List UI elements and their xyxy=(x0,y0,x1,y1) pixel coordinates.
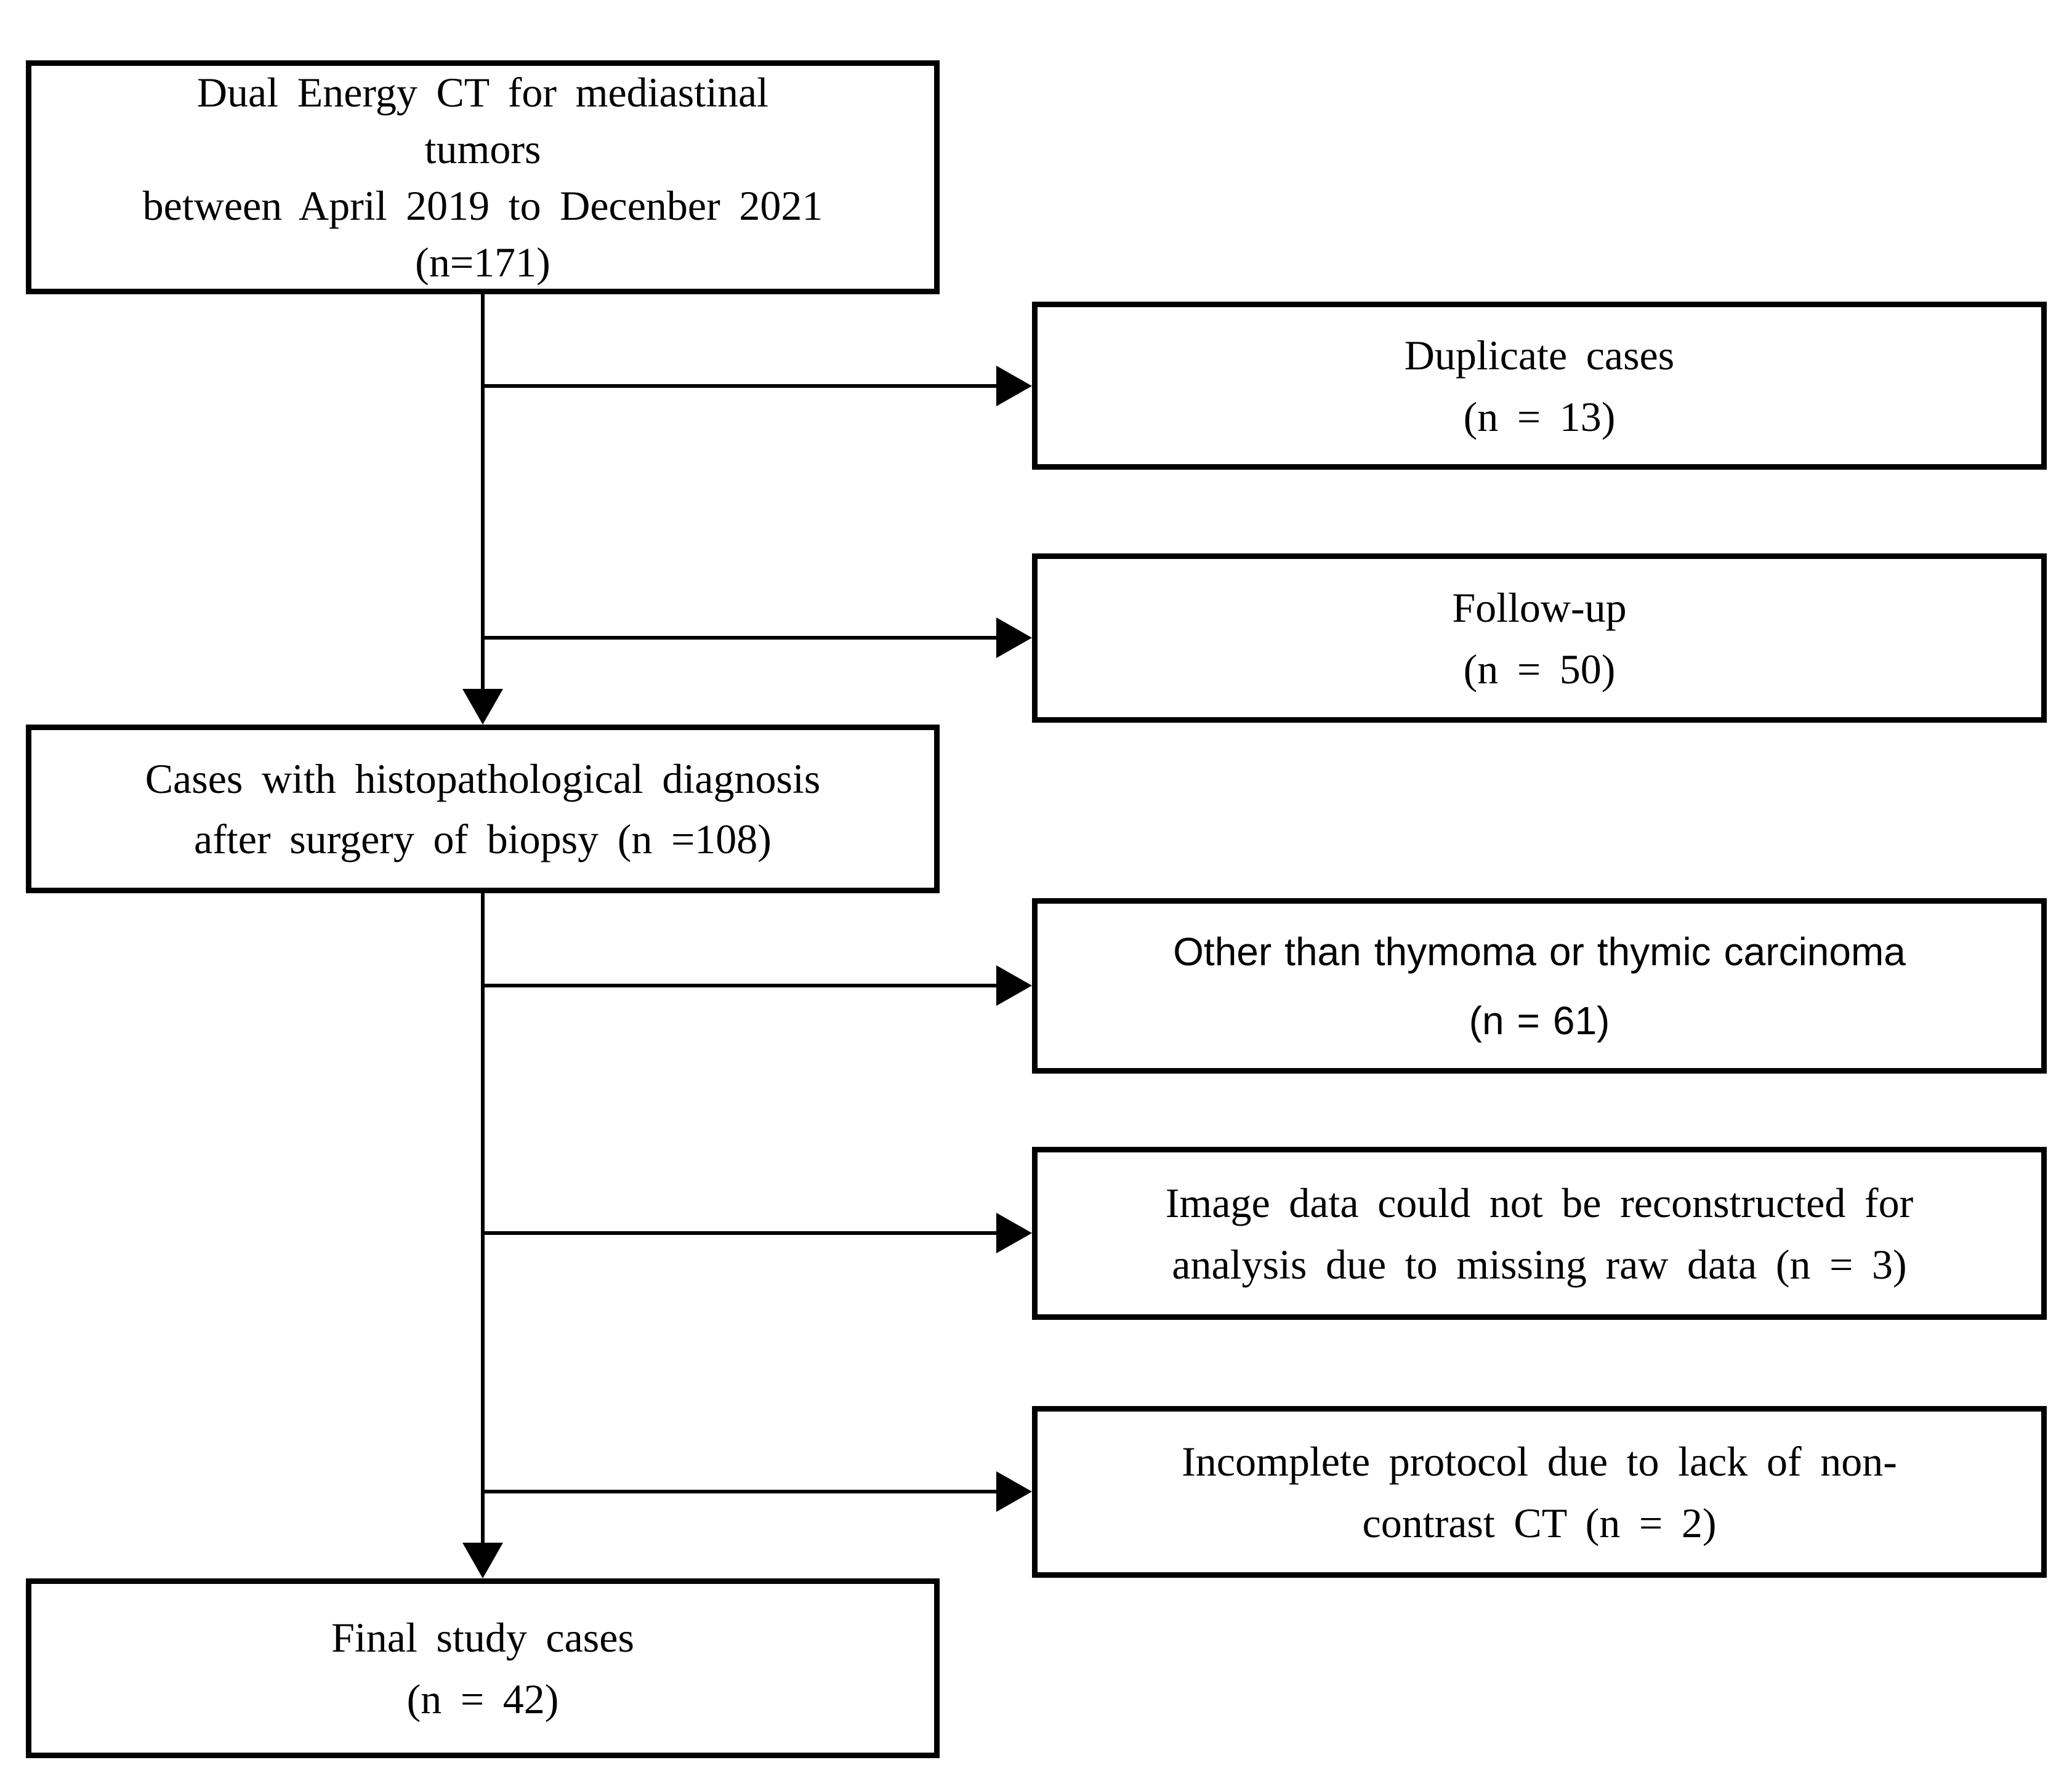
box-text-line: (n = 50) xyxy=(1463,645,1616,693)
box-other-than-thymoma: Other than thymoma or thymic carcinoma (… xyxy=(1032,898,2047,1074)
box-missing-raw-data: Image data could not be reconstructed fo… xyxy=(1032,1147,2047,1320)
box-dect-source-cohort: Dual Energy CT for mediastinal tumors be… xyxy=(26,60,940,294)
arrowhead-histology xyxy=(462,689,503,725)
box-text-line: Dual Energy CT for mediastinal xyxy=(196,69,769,116)
box-text-line: Cases with histopathological diagnosis xyxy=(145,755,821,802)
arrowhead-incomplete-protocol xyxy=(996,1471,1032,1512)
box-text-line: after surgery of biopsy (n =108) xyxy=(194,816,772,862)
box-followup: Follow-up (n = 50) xyxy=(1032,553,2047,723)
box-text-line: Incomplete protocol due to lack of non- xyxy=(1182,1437,1897,1485)
box-text-line: (n = 61) xyxy=(1469,998,1610,1043)
box-text-line: between April 2019 to Decenber 2021 xyxy=(142,182,823,229)
arrowhead-other-tumors xyxy=(996,965,1032,1006)
box-text-line: Duplicate cases xyxy=(1404,331,1675,379)
box-text-line: (n = 42) xyxy=(406,1676,559,1722)
box-text-line: tumors xyxy=(424,126,541,172)
box-final-study-cases: Final study cases (n = 42) xyxy=(26,1578,940,1758)
box-text-line: contrast CT (n = 2) xyxy=(1362,1499,1717,1546)
arrowhead-final xyxy=(462,1543,503,1578)
box-incomplete-protocol: Incomplete protocol due to lack of non- … xyxy=(1032,1406,2047,1578)
arrowhead-duplicate xyxy=(996,366,1032,406)
box-text-line: Other than thymoma or thymic carcinoma xyxy=(1173,929,1906,974)
box-text-line: (n=171) xyxy=(415,239,550,286)
box-duplicate-cases: Duplicate cases (n = 13) xyxy=(1032,302,2047,470)
box-histopathological-diagnosis: Cases with histopathological diagnosis a… xyxy=(26,725,940,893)
box-text-line: analysis due to missing raw data (n = 3) xyxy=(1172,1240,1907,1288)
arrowhead-followup xyxy=(996,617,1032,658)
box-text-line: Image data could not be reconstructed fo… xyxy=(1165,1179,1914,1226)
arrowhead-missing-raw-data xyxy=(996,1213,1032,1253)
box-text-line: (n = 13) xyxy=(1463,393,1616,440)
box-text-line: Final study cases xyxy=(331,1614,634,1661)
box-text-line: Follow-up xyxy=(1452,584,1627,631)
